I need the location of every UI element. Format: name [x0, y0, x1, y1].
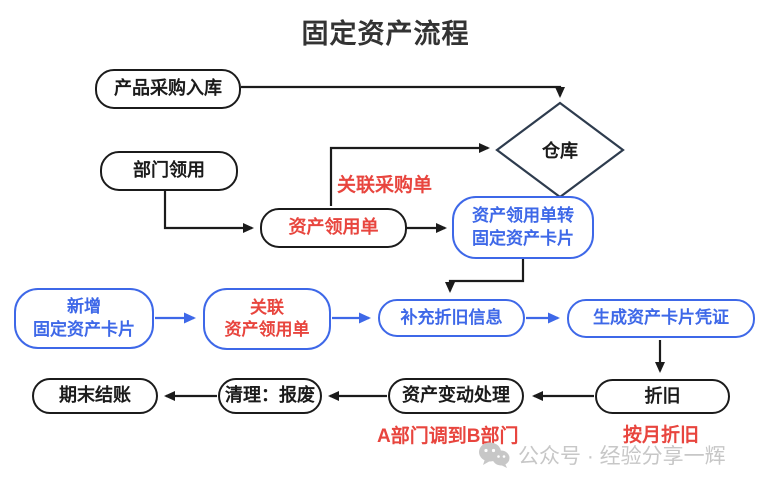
node-period-end-close: 期末结账 [32, 378, 158, 414]
watermark: 公众号 · 经验分享一辉 [478, 440, 726, 470]
node-generate-voucher: 生成资产卡片凭证 [567, 299, 755, 338]
node-asset-requisition: 资产领用单 [260, 208, 407, 248]
annotation-monthly-depreciation: 按月折旧 [623, 425, 700, 446]
watermark-text: 公众号 · 经验分享一辉 [518, 445, 726, 468]
edge-purchase-to-warehouse [241, 85, 565, 98]
node-purchase-in: 产品采购入库 [95, 69, 241, 109]
node-cleanup-scrap: 清理：报废 [218, 378, 322, 414]
annotation-dept-transfer: A部门调到B部门 [377, 426, 519, 447]
edge-requisition-to-warehouse [329, 143, 490, 206]
node-depreciation: 折旧 [595, 379, 730, 414]
node-depreciation-info: 补充折旧信息 [378, 299, 525, 337]
node-link-requisition: 关联 资产领用单 [203, 288, 331, 350]
wechat-icon [479, 442, 510, 468]
annotation-link-purchase-order: 关联采购单 [337, 175, 433, 196]
page-title: 固定资产流程 [301, 19, 470, 49]
node-asset-change: 资产变动处理 [388, 378, 524, 414]
edge-card-to-depinfo [445, 259, 525, 293]
node-warehouse: 仓库 [542, 141, 578, 161]
node-requisition-to-card: 资产领用单转 固定资产卡片 [452, 196, 594, 259]
node-dept-requisition: 部门领用 [100, 151, 238, 191]
node-new-asset-card: 新增 固定资产卡片 [14, 288, 154, 349]
edge-dept-to-requisition [163, 191, 254, 233]
